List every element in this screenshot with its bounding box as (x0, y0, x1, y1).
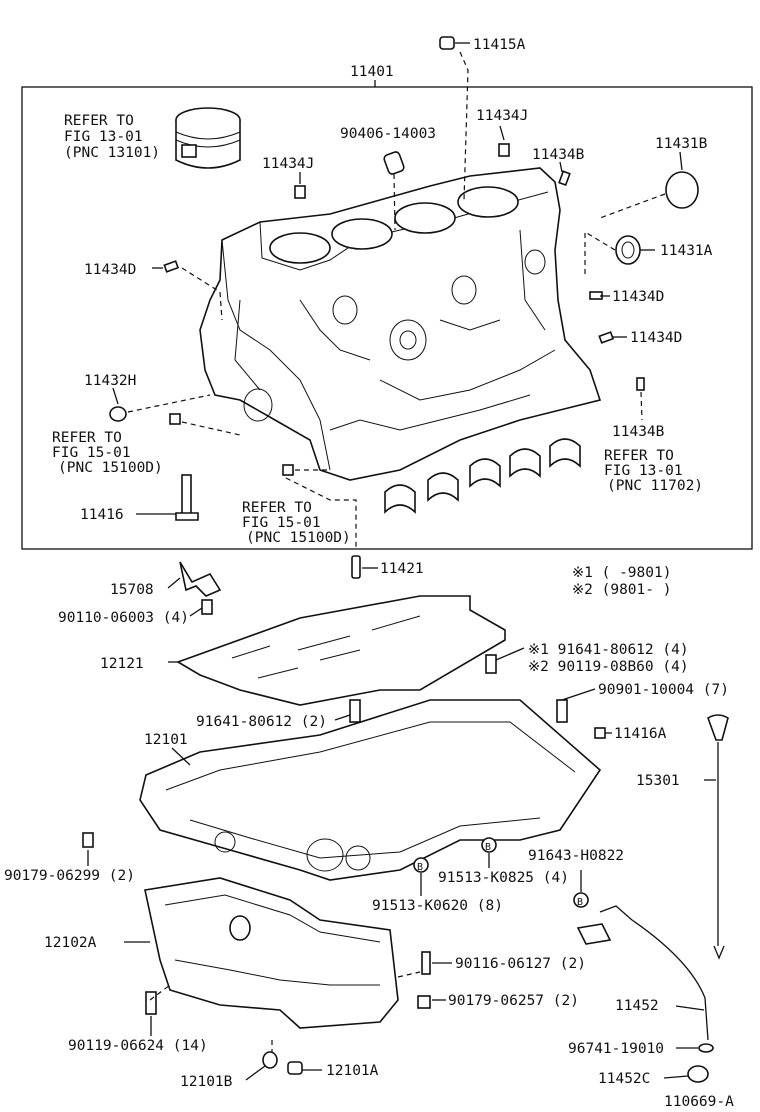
dipstick-15301 (707, 714, 729, 741)
bolt-90119-06624 (145, 991, 157, 1015)
label-11431A: 11431A (660, 243, 713, 259)
marker-b-3 (573, 892, 589, 908)
cap-11452C (687, 1065, 709, 1083)
label-11452: 11452 (615, 998, 659, 1014)
refer-fig-13-01-b-line1: REFER TO (604, 448, 674, 464)
refer-fig-13-01-b-line3: (PNC 11702) (607, 478, 703, 494)
bolt-91641-c (349, 699, 361, 723)
drain-plug-12101A (287, 1061, 303, 1075)
label-11401: 11401 (350, 64, 394, 80)
stud-90116 (421, 951, 431, 975)
marker-b-2 (413, 857, 429, 873)
refer-fig-15-01-a-line3: (PNC 15100D) (58, 460, 163, 476)
refer-fig-15-01-a-line1: REFER TO (52, 430, 122, 446)
label-11431B: 11431B (655, 136, 708, 152)
gasket-12101B (262, 1051, 278, 1069)
dipstick-guide-11452 (599, 905, 709, 1041)
label-11434B-right: 11434B (612, 424, 665, 440)
label-11434J-top: 11434J (476, 108, 528, 124)
marker-b-3-text: B (577, 897, 583, 908)
oil-pan-lower-12102A (144, 877, 399, 1029)
label-12101B: 12101B (180, 1074, 233, 1090)
label-12121: 12121 (100, 656, 144, 672)
label-11434D-right-1: 11434D (612, 289, 664, 305)
label-90119-08B60: ※2 90119-08B60 (4) (528, 659, 689, 675)
refer-fig-15-01-a-line2: FIG 15-01 (52, 445, 131, 461)
label-91513-K0620: 91513-K0620 (8) (372, 898, 503, 914)
label-91641-80612-right: ※1 91641-80612 (4) (528, 642, 689, 658)
refer-fig-13-01-line2: FIG 13-01 (64, 129, 143, 145)
nut-90179-06257 (417, 995, 431, 1009)
block-small-parts (109, 36, 699, 548)
label-90110-06003: 90110-06003 (4) (58, 610, 189, 626)
label-90179-06299: 90179-06299 (2) (4, 868, 135, 884)
label-11434D-left: 11434D (84, 262, 136, 278)
label-11434B-top: 11434B (532, 147, 585, 163)
label-12102A: 12102A (44, 935, 97, 951)
marker-b-1-text: B (485, 842, 491, 853)
label-15708: 15708 (110, 582, 154, 598)
refer-fig-15-01-b-line3: (PNC 15100D) (246, 530, 351, 546)
o-ring-96741 (698, 1043, 714, 1053)
label-12101: 12101 (144, 732, 188, 748)
label-11421: 11421 (380, 561, 424, 577)
note-range-2: ※2 (9801- ) (572, 582, 671, 598)
label-11432H: 11432H (84, 373, 136, 389)
label-91643-H0822: 91643-H0822 (528, 848, 624, 864)
label-11434J-left: 11434J (262, 156, 314, 172)
label-90116-06127: 90116-06127 (2) (455, 956, 586, 972)
refer-fig-15-01-b-line1: REFER TO (242, 500, 312, 516)
refer-fig-13-01-b-line2: FIG 13-01 (604, 463, 683, 479)
cylinder-block-drawing (199, 167, 602, 481)
leader-lines (87, 42, 716, 1081)
label-90179-06257: 90179-06257 (2) (448, 993, 579, 1009)
bolt-90110 (201, 599, 213, 615)
label-11452C: 11452C (598, 1071, 650, 1087)
label-90119-06624: 90119-06624 (14) (68, 1038, 208, 1054)
label-15301: 15301 (636, 773, 680, 789)
cylinder-block-frame (21, 86, 753, 550)
label-90406-14003: 90406-14003 (340, 126, 436, 142)
label-96741-19010: 96741-19010 (568, 1041, 664, 1057)
label-90901-10004: 90901-10004 (7) (598, 682, 729, 698)
label-11416A: 11416A (614, 726, 667, 742)
piston-drawing (175, 107, 241, 169)
bolt-90901 (556, 699, 568, 723)
bracket-15708 (179, 561, 222, 597)
label-11434D-right-2: 11434D (630, 330, 682, 346)
refer-fig-13-01-line1: REFER TO (64, 113, 134, 129)
label-11416: 11416 (80, 507, 124, 523)
main-bearings (384, 438, 581, 514)
dowel-11421 (351, 555, 361, 579)
bolt-91641-r (485, 654, 497, 674)
plug-11416A (594, 727, 606, 739)
figure-id: 110669-A (664, 1094, 734, 1110)
refer-fig-13-01-line3: (PNC 13101) (64, 145, 160, 161)
marker-b-2-text: B (417, 862, 423, 873)
label-91641-80612-center: 91641-80612 (2) (196, 714, 327, 730)
plug-90179-06299 (82, 832, 94, 848)
baffle-plate-12121 (176, 595, 506, 706)
label-12101A: 12101A (326, 1063, 379, 1079)
refer-fig-15-01-b-line2: FIG 15-01 (242, 515, 321, 531)
label-91513-K0825: 91513-K0825 (4) (438, 870, 569, 886)
marker-b-1 (481, 837, 497, 853)
note-range-1: ※1 ( -9801) (572, 565, 671, 581)
label-11415A: 11415A (473, 37, 526, 53)
